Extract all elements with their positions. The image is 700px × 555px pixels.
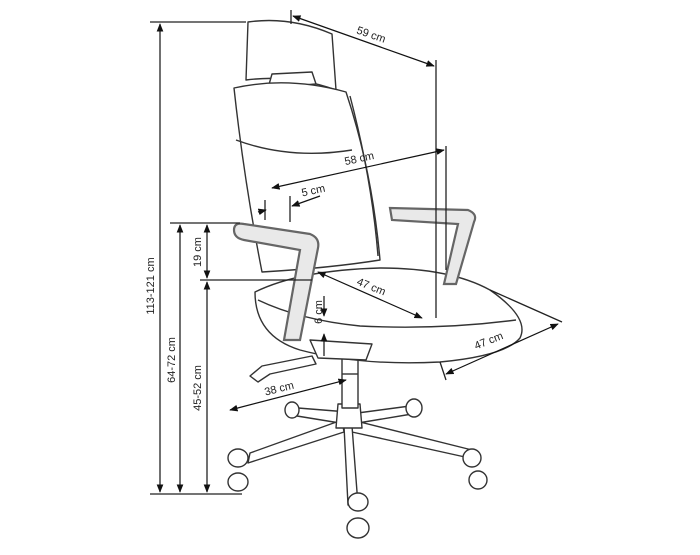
label-backrest-thickness: 5 cm	[300, 183, 326, 200]
label-arm-to-seat: 19 cm	[192, 237, 204, 267]
caster-wheels	[227, 398, 488, 539]
base-radius-line	[229, 378, 347, 412]
label-base-radius: 38 cm	[263, 380, 295, 399]
dimension-lines	[150, 10, 563, 495]
seat-to-back-line	[271, 148, 445, 190]
label-backrest-width: 59 cm	[355, 25, 387, 46]
seat-width-line	[445, 323, 559, 375]
label-armrest-height: 64-72 cm	[166, 337, 178, 383]
label-total-height: 113-121 cm	[145, 257, 157, 314]
chair-base	[247, 403, 475, 506]
label-seat-thickness: 6 cm	[313, 300, 325, 324]
office-chair-drawing	[227, 19, 523, 539]
label-seat-height: 45-52 cm	[192, 365, 204, 411]
seat-mechanism	[309, 339, 373, 361]
tilt-lever	[249, 355, 317, 383]
backrest-thickness-line	[291, 195, 321, 207]
seat-depth-line	[317, 271, 423, 319]
armrest-right	[388, 206, 477, 286]
armrest-left	[232, 222, 320, 342]
backrest-width-line	[292, 15, 435, 67]
